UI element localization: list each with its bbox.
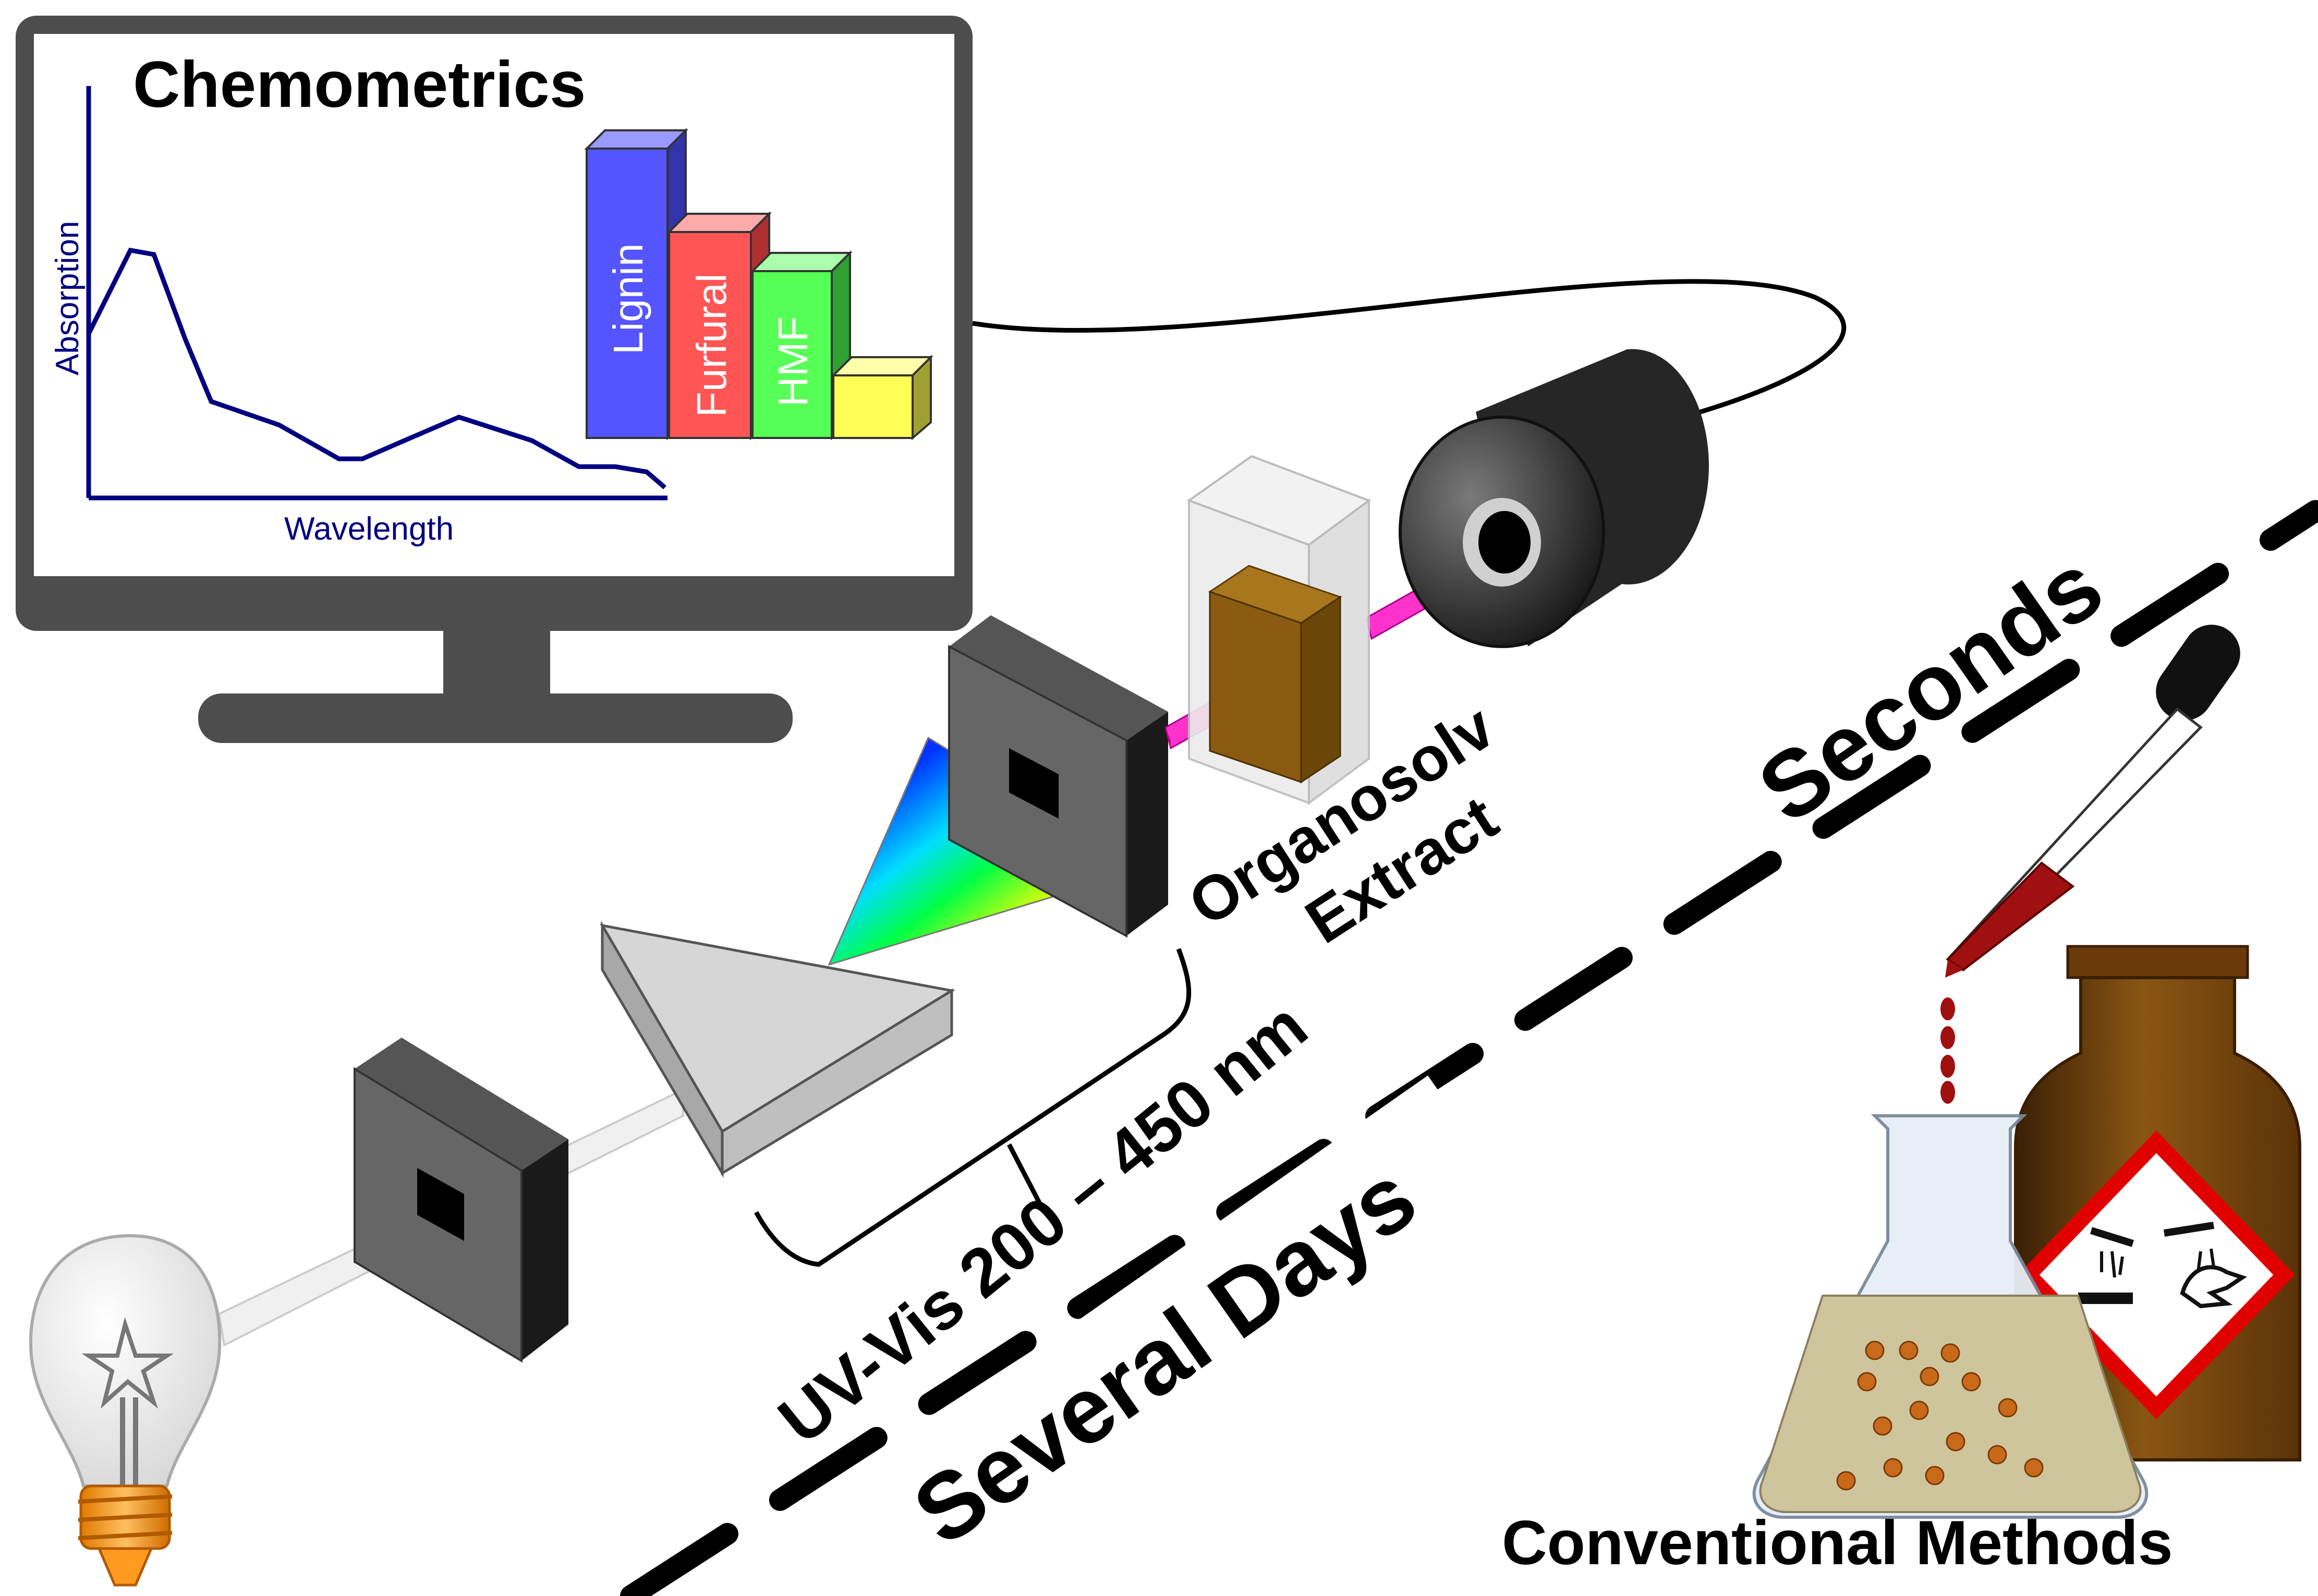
range-bracket xyxy=(754,948,1192,1267)
spectrum-xlabel: Wavelength xyxy=(284,511,454,547)
composition-bars: Lignin Furfural HMF xyxy=(584,128,933,441)
monitor-neck xyxy=(443,626,550,699)
filament-icon xyxy=(81,1317,174,1409)
timeline-dashed-line xyxy=(620,500,2318,1596)
monitor-title: Chemometrics xyxy=(133,48,586,121)
timeline-gap-days xyxy=(906,1075,1503,1548)
spectrum-plot: Absorption Wavelength xyxy=(50,86,668,547)
detector xyxy=(1399,349,1709,648)
range-bracket-tick xyxy=(1007,1143,1045,1211)
monitor-cable xyxy=(972,279,1847,430)
bar-label-lignin: Lignin xyxy=(605,243,651,355)
slow-label: Several Days xyxy=(895,1144,1434,1565)
erlenmeyer-flask xyxy=(1752,1114,2149,1519)
bar-label-furfural: Furfural xyxy=(688,273,735,417)
monitor-stand xyxy=(198,693,793,743)
pipette xyxy=(1940,625,2240,1104)
cuvette xyxy=(1186,455,1372,805)
spectrum-ylabel: Absorption xyxy=(50,221,86,375)
bulb-glass xyxy=(29,1234,222,1488)
bar-hmf: HMF xyxy=(750,250,853,441)
conventional-label: Conventional Methods xyxy=(1502,1508,2173,1578)
prism xyxy=(600,920,955,1178)
timeline-gap-seconds xyxy=(1738,395,2183,757)
light-bulb xyxy=(29,1234,222,1587)
sample-particles xyxy=(1836,1341,2044,1491)
entrance-slit xyxy=(354,1038,568,1363)
sample-liquid xyxy=(1208,565,1342,784)
spectrum-line xyxy=(86,247,666,490)
monitor: Chemometrics Absorption Wavelength Ligni… xyxy=(16,16,1847,743)
exit-slit xyxy=(948,615,1168,938)
bar-label-hmf: HMF xyxy=(770,316,816,407)
bar-other xyxy=(831,355,933,441)
